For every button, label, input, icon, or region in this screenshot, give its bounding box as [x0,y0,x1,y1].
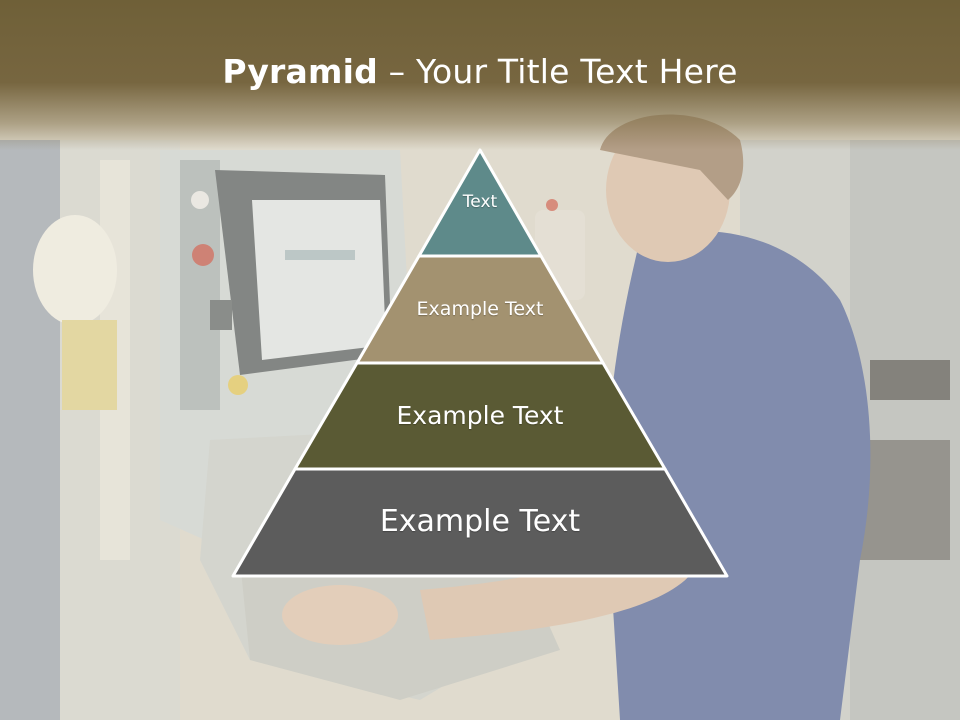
pyramid-tier-2-label: Example Text [416,298,544,320]
title-dash: – [377,52,416,91]
pyramid-tier-3-label: Example Text [396,401,564,430]
title-bold-word: Pyramid [222,52,378,91]
pyramid-tier-4-label: Example Text [379,504,581,539]
title-rest: Your Title Text Here [416,52,738,91]
pyramid-tier-4 [231,467,729,578]
title-band [0,0,960,150]
pyramid-tier-1-label: Text [462,192,498,212]
slide-title: Pyramid – Your Title Text Here [0,52,960,91]
